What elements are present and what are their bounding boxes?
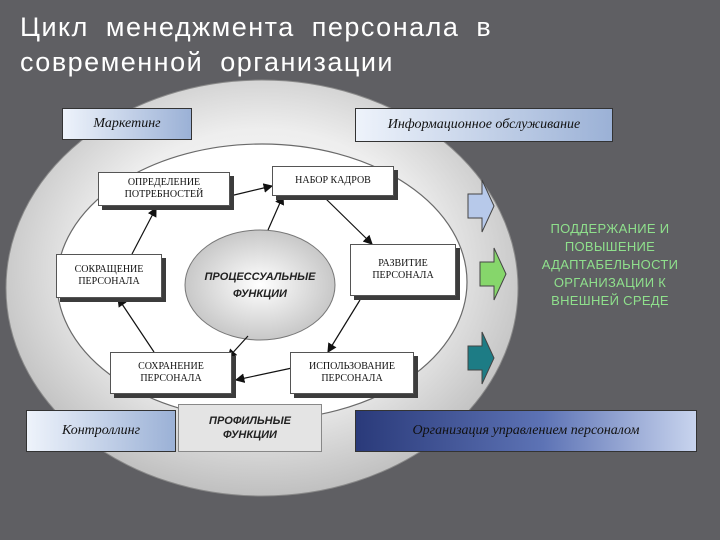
process-functions-label: ПРОЦЕССУАЛЬНЫЕ ФУНКЦИИ (190, 270, 330, 301)
arrow-block-top (467, 179, 495, 233)
box-development-line1: РАЗВИТИЕ (378, 258, 428, 269)
process-functions-line2: ФУНКЦИИ (233, 288, 287, 300)
profile-functions-line1: ПРОФИЛЬНЫЕ (209, 415, 291, 427)
controlling-band: Контроллинг (26, 410, 176, 452)
center-ellipse (184, 229, 336, 341)
arrow-usage-to-retention (234, 367, 293, 383)
outcome-line1: ПОДДЕРЖАНИЕ И (550, 221, 670, 236)
arrow-reduction-to-needs (131, 206, 157, 255)
box-needs: ОПРЕДЕЛЕНИЕ ПОТРЕБНОСТЕЙ (98, 172, 230, 206)
marketing-band: Маркетинг (62, 108, 192, 140)
process-functions-line1: ПРОЦЕССУАЛЬНЫЕ (204, 271, 316, 283)
arrow-needs-to-recruitment (229, 183, 274, 197)
title-line-1: Цикл менеджмента персонала в (20, 12, 493, 42)
org-management-band: Организация управлением персоналом (355, 410, 697, 452)
box-recruitment: НАБОР КАДРОВ (272, 166, 394, 196)
outcome-line4: ОРГАНИЗАЦИИ К (553, 275, 667, 290)
box-needs-line1: ОПРЕДЕЛЕНИЕ (127, 177, 201, 188)
page-title: Цикл менеджмента персонала в современной… (20, 10, 710, 80)
box-retention-line1: СОХРАНЕНИЕ (138, 361, 204, 372)
arrow-retention-to-reduction (117, 297, 155, 353)
box-retention: СОХРАНЕНИЕ ПЕРСОНАЛА (110, 352, 232, 394)
outcome-line5: ВНЕШНЕЙ СРЕДЕ (551, 293, 669, 308)
box-development: РАЗВИТИЕ ПЕРСОНАЛА (350, 244, 456, 296)
arrow-block-bottom (467, 331, 495, 385)
box-needs-line2: ПОТРЕБНОСТЕЙ (124, 189, 204, 200)
title-line-2: современной организации (20, 47, 395, 77)
outcome-text: ПОДДЕРЖАНИЕ И ПОВЫШЕНИЕ АДАПТАБЕЛЬНОСТИ … (530, 220, 690, 310)
box-retention-line2: ПЕРСОНАЛА (140, 373, 202, 384)
outcome-line3: АДАПТАБЕЛЬНОСТИ (541, 257, 679, 272)
info-service-band: Информационное обслуживание (355, 108, 613, 142)
box-usage-line2: ПЕРСОНАЛА (321, 373, 383, 384)
arrow-block-middle (479, 247, 507, 301)
profile-functions-box: ПРОФИЛЬНЫЕ ФУНКЦИИ (178, 404, 322, 452)
box-reduction-line2: ПЕРСОНАЛА (78, 276, 140, 287)
box-reduction-line1: СОКРАЩЕНИЕ (74, 264, 144, 275)
arrow-center-to-recruitment (267, 194, 285, 231)
box-reduction: СОКРАЩЕНИЕ ПЕРСОНАЛА (56, 254, 162, 298)
arrow-development-to-usage (327, 299, 361, 354)
box-development-line2: ПЕРСОНАЛА (372, 270, 434, 281)
box-usage: ИСПОЛЬЗОВАНИЕ ПЕРСОНАЛА (290, 352, 414, 394)
box-usage-line1: ИСПОЛЬЗОВАНИЕ (308, 361, 396, 372)
outcome-line2: ПОВЫШЕНИЕ (564, 239, 656, 254)
profile-functions-line2: ФУНКЦИИ (223, 429, 277, 441)
arrow-recruitment-to-development (324, 197, 373, 245)
